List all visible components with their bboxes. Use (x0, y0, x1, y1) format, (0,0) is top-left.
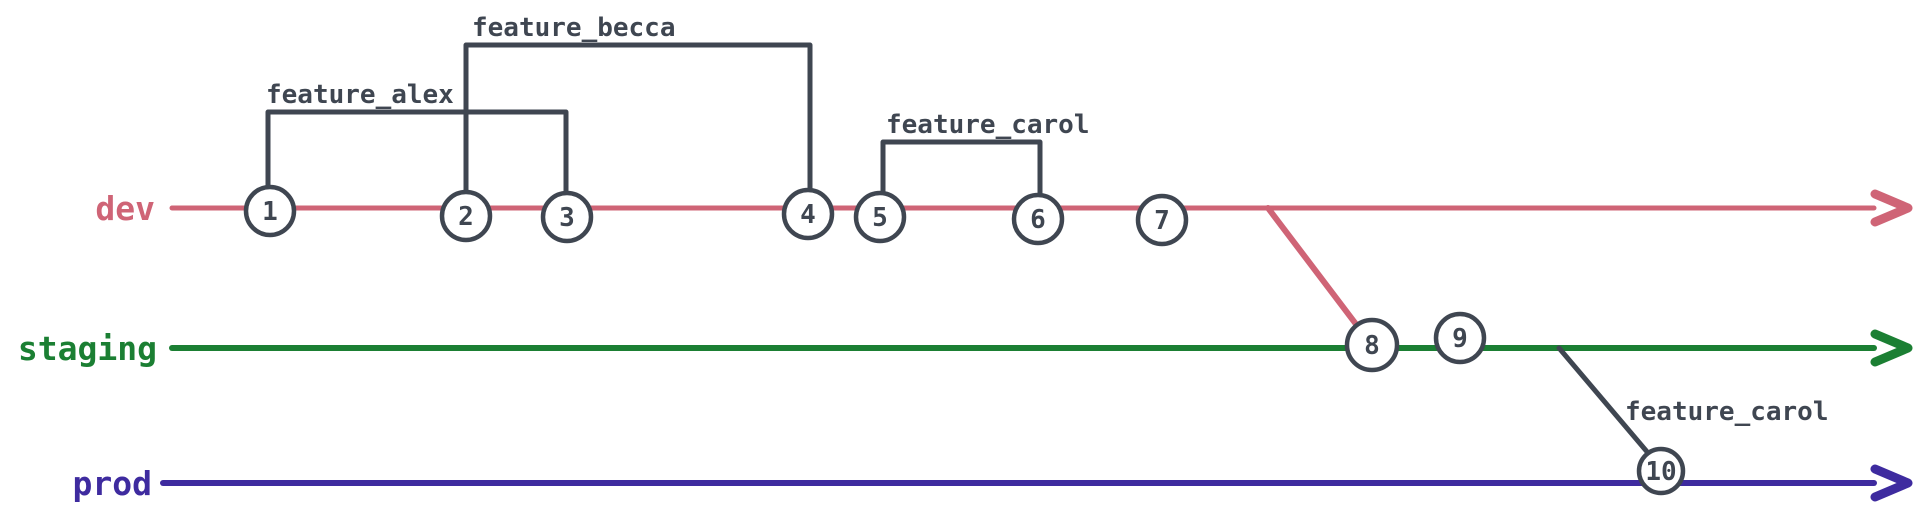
commit-node: 2 (439, 189, 493, 243)
commit-number: 2 (458, 202, 474, 232)
commit-node: 10 (1636, 446, 1686, 496)
commit-node: 9 (1433, 311, 1487, 365)
commit-number: 4 (800, 200, 816, 230)
commit-number: 10 (1645, 457, 1676, 487)
commit-number: 5 (872, 203, 888, 233)
commit-number: 8 (1364, 331, 1380, 361)
commit-circle (243, 184, 297, 238)
commit-circle (1433, 311, 1487, 365)
feature-bracket-label: feature_becca (472, 13, 676, 43)
commit-circle (439, 189, 493, 243)
feature-bracket-feature_carol (880, 139, 1043, 207)
branch-label-prod: prod (73, 464, 152, 503)
commit-node: 3 (540, 190, 594, 244)
commit-circle (1344, 317, 1400, 373)
commit-node: 8 (1344, 317, 1400, 373)
commit-node: 7 (1135, 193, 1189, 247)
commit-number: 6 (1030, 205, 1046, 235)
feature-bracket-feature_becca (463, 42, 813, 207)
commit-number: 3 (559, 203, 575, 233)
branch-label-staging: staging (18, 329, 157, 368)
merge-line-1 (1556, 345, 1657, 463)
commit-node: 4 (781, 187, 835, 241)
commit-circle (1011, 192, 1065, 246)
branch-label-dev: dev (95, 189, 155, 228)
commit-circle (853, 190, 907, 244)
feature-bracket-label: feature_alex (266, 80, 454, 110)
merge-label: feature_carol (1625, 397, 1829, 427)
commit-circle (1636, 446, 1686, 496)
commit-number: 9 (1452, 324, 1468, 354)
commit-node: 5 (853, 190, 907, 244)
commit-node: 1 (243, 184, 297, 238)
staging-arrowhead-icon (1870, 329, 1913, 367)
feature-bracket-label: feature_carol (886, 110, 1090, 140)
commit-number: 1 (262, 197, 278, 227)
merge-line-0 (1265, 205, 1371, 343)
commit-circle (781, 187, 835, 241)
feature-bracket-feature_alex (265, 109, 569, 207)
commit-node: 6 (1011, 192, 1065, 246)
prod-arrowhead-icon (1870, 464, 1913, 502)
commit-circle (540, 190, 594, 244)
commit-number: 7 (1154, 206, 1170, 236)
commit-circle (1135, 193, 1189, 247)
dev-arrowhead-icon (1870, 189, 1913, 227)
